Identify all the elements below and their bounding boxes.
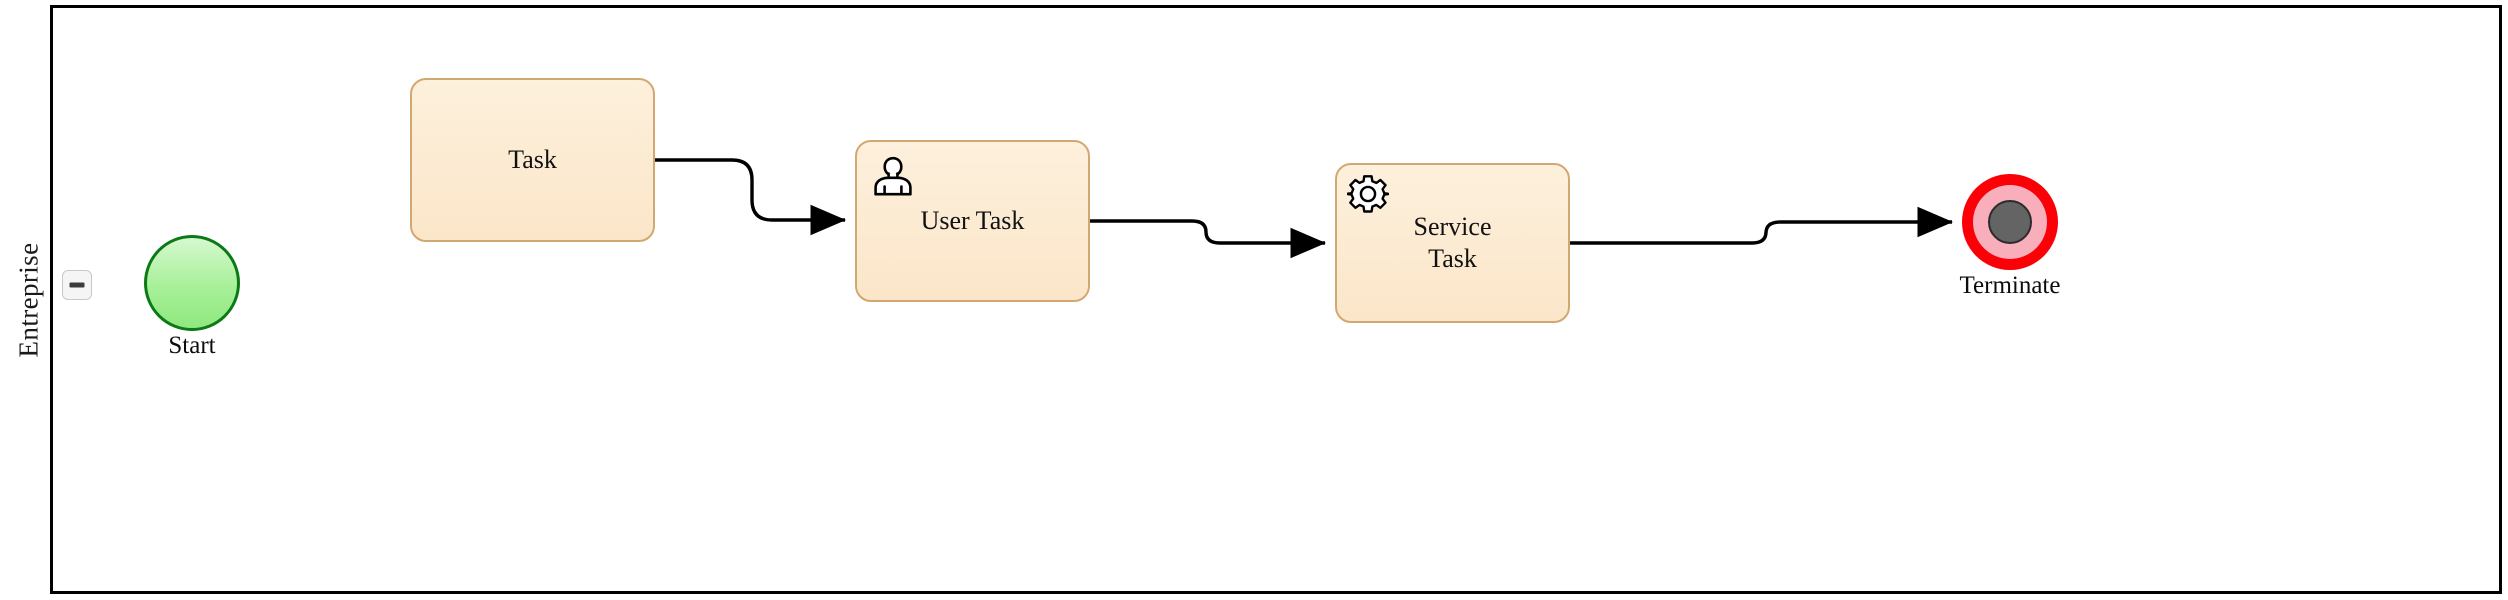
collapse-lane-button[interactable] bbox=[62, 270, 92, 300]
gear-icon bbox=[1347, 173, 1389, 215]
node-user-task[interactable]: User Task bbox=[855, 140, 1090, 302]
node-label-user-task: User Task bbox=[920, 206, 1025, 236]
terminate-core-circle bbox=[1988, 200, 2032, 244]
start-event-circle[interactable] bbox=[144, 235, 240, 331]
node-label-start: Start bbox=[168, 332, 216, 359]
lane-header: Entreprise bbox=[8, 5, 53, 594]
node-label-task: Task bbox=[508, 145, 557, 175]
lane-label: Entreprise bbox=[13, 242, 44, 357]
node-task[interactable]: Task bbox=[410, 78, 655, 242]
node-terminate[interactable] bbox=[1962, 174, 2058, 270]
node-label-terminate: Terminate bbox=[1959, 272, 2061, 299]
pool-container bbox=[8, 5, 2502, 594]
user-icon bbox=[871, 154, 915, 198]
node-start[interactable] bbox=[144, 235, 240, 331]
minus-icon bbox=[69, 282, 85, 288]
